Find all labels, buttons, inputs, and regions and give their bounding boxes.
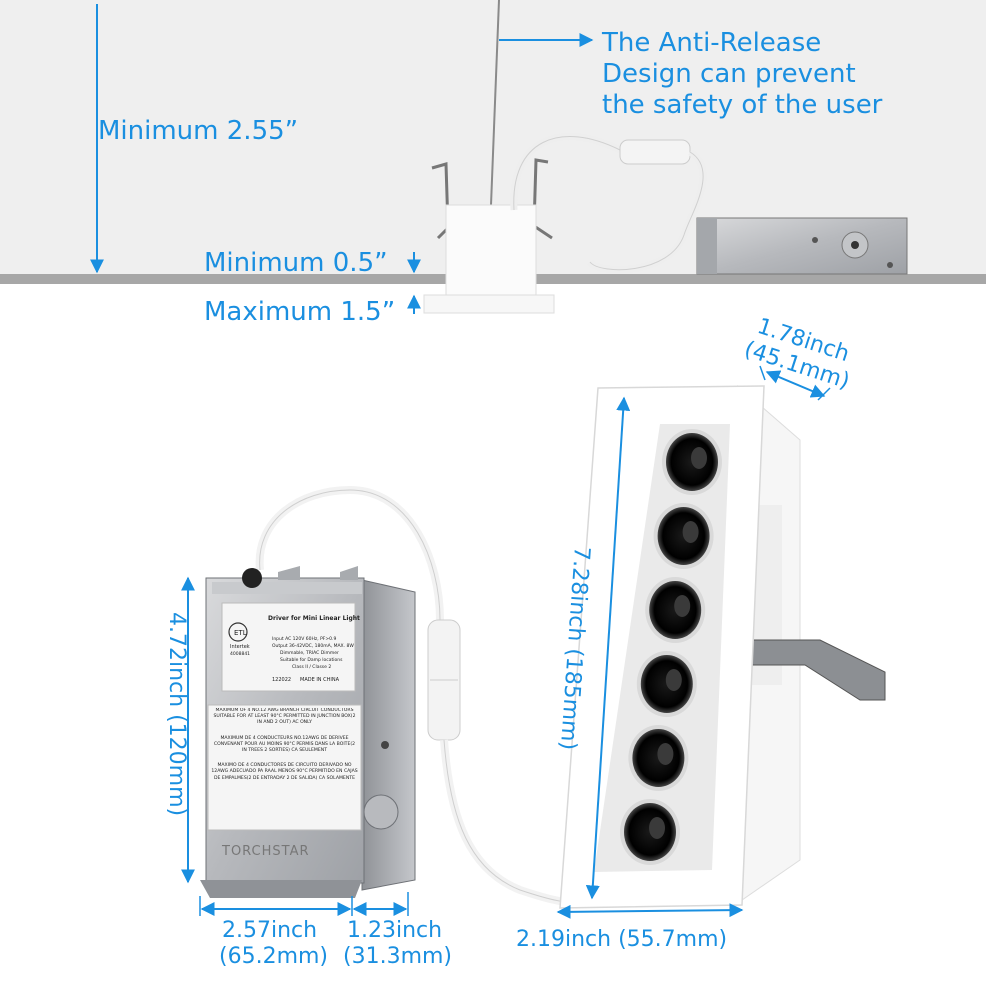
- led-reflector: [649, 817, 665, 839]
- driver-dimming: Dimmable, TRIAC Dimmer: [280, 650, 339, 656]
- driver-location: Suitable for Damp locations: [280, 657, 343, 663]
- driver-class: Class II / Classe 2: [292, 664, 331, 670]
- led-reflector: [665, 669, 682, 691]
- quick-connector-top: [619, 139, 691, 165]
- driver-height-label: 4.72inch (120mm): [164, 612, 189, 816]
- warning-es: MAXIMO DE 4 CONDUCTORES DE CIRCUITO DERI…: [211, 763, 358, 781]
- callout-line-1: The Anti-Release: [601, 28, 821, 58]
- fixture-width-line: [765, 370, 826, 398]
- warning-en: MAXIMUM OF 4 NO.12 AWG BRANCH CIRCUIT CO…: [213, 708, 356, 726]
- driver-depth-in: 1.23inch: [347, 918, 442, 943]
- spring-clip-left: [431, 162, 450, 240]
- height-min-label: Minimum 2.55”: [98, 116, 298, 146]
- fixture-face-line: [556, 903, 744, 919]
- led-reflector: [691, 447, 707, 469]
- driver-box-bottom: [200, 880, 362, 898]
- installed-driver-box: [696, 217, 908, 275]
- warning-fr: MAXIMUM DE 4 CONDUCTEURS NO.12AWG DE DER…: [213, 735, 356, 754]
- driver-spec-sticker: [221, 602, 356, 692]
- led-array: [620, 429, 722, 865]
- fixture-length-line: [585, 396, 631, 900]
- suspension-wire: [490, 0, 500, 206]
- fixture-trim: [423, 294, 555, 314]
- callout-line-2: Design can prevent: [602, 59, 856, 89]
- driver-width-mm: (65.2mm): [219, 944, 328, 969]
- thickness-max-label: Maximum 1.5”: [204, 297, 395, 327]
- led-reflector: [674, 595, 691, 617]
- fixture-cable: [440, 739, 582, 906]
- driver-code: 4008841: [230, 651, 250, 657]
- led-reflector: [657, 743, 674, 765]
- certification-icon: [228, 622, 248, 642]
- thickness-min-label: Minimum 0.5”: [204, 248, 388, 278]
- driver-date: 122022: [272, 677, 291, 683]
- driver-output: Output 36-42VDC, 180mA, MAX. 8W: [272, 643, 354, 649]
- driver-warning-sticker: [207, 704, 362, 831]
- driver-origin: MADE IN CHINA: [300, 677, 340, 683]
- spring-clip-right: [532, 158, 553, 240]
- driver-title: Driver for Mini Linear Light: [268, 615, 360, 622]
- svg-text:ETL: ETL: [234, 629, 247, 637]
- driver-width-in: 2.57inch: [222, 918, 317, 943]
- led-reflector: [682, 521, 699, 543]
- installed-fixture-body: [445, 204, 537, 296]
- driver-input: Input AC 120V 60Hz, PF>0.9: [272, 636, 336, 642]
- driver-depth-mm: (31.3mm): [343, 944, 452, 969]
- callout-line-3: the safety of the user: [602, 90, 883, 120]
- driver-brand: TORCHSTAR: [221, 844, 310, 859]
- driver-brand-mark: Intertek: [230, 644, 250, 650]
- driver-grommet: [242, 568, 262, 588]
- driver-box-side: [361, 579, 416, 891]
- fixture-face-label: 2.19inch (55.7mm): [516, 927, 727, 952]
